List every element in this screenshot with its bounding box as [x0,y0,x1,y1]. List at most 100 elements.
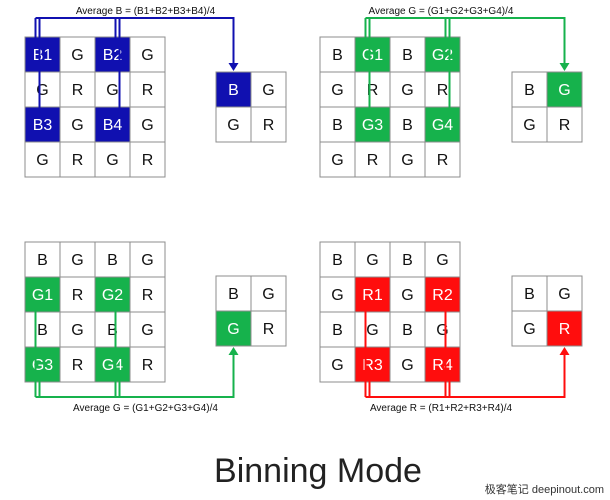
pixel-cell: R [129,276,166,313]
formula-label: Average R = (R1+R2+R3+R4)/4 [370,403,513,414]
pixel-label: G [71,117,83,134]
pixel-label: G [401,152,413,169]
pixel-label: G [401,82,413,99]
pixel-label: B2 [103,47,123,64]
arrowhead [559,63,570,71]
pixel-label: B [107,322,118,339]
pixel-cell: B [319,241,356,278]
pixel-cell: G [511,106,548,143]
pixel-label: R [367,82,379,99]
pixel-label: R [437,82,449,99]
pixel-cell: G [389,346,426,383]
pixel-label: G4 [432,117,453,134]
pixel-label: G3 [362,117,383,134]
pixel-label: G [36,152,48,169]
pixel-cell: R [129,346,166,383]
pixel-cell: G1 [354,36,391,73]
pixel-label: R [142,82,154,99]
pixel-cell: B4 [94,106,131,143]
pixel-cell: R3 [354,346,391,383]
pixel-label: R [263,117,275,134]
pixel-label: B [402,322,413,339]
formula-label: Average G = (G1+G2+G3+G4)/4 [369,6,514,17]
pixel-cell: B [511,275,548,312]
pixel-label: G [523,117,535,134]
pixel-cell: R4 [424,346,461,383]
pixel-label: G [71,252,83,269]
pixel-cell: G2 [94,276,131,313]
pixel-cell: R [546,106,583,143]
pixel-label: R4 [432,357,453,374]
pixel-cell: B3 [24,106,61,143]
pixel-cell: B [389,241,426,278]
pixel-cell: R1 [354,276,391,313]
pixel-label: B [524,82,535,99]
arrowhead [559,347,570,355]
pixel-label: G [227,321,239,338]
pixel-cell: G4 [424,106,461,143]
pixel-label: R [72,82,84,99]
pixel-cell: B [389,36,426,73]
pixel-cell: G [511,310,548,347]
diagram-title: Binning Mode [214,452,422,490]
pixel-cell: R [129,141,166,178]
pixel-cell: G [389,141,426,178]
pixel-label: G [366,252,378,269]
pixel-cell: R [354,141,391,178]
pixel-label: R3 [362,357,383,374]
pixel-cell: G [354,241,391,278]
pixel-label: R [367,152,379,169]
pixel-cell: G [129,241,166,278]
pixel-label: B [402,252,413,269]
pixel-label: B [332,117,343,134]
watermark: 极客笔记 deepinout.com [484,484,604,496]
pixel-cell: G [424,311,461,348]
pixel-label: G4 [102,357,123,374]
formula-label: Average B = (B1+B2+B3+B4)/4 [76,6,216,17]
pixel-cell: G [546,275,583,312]
pixel-cell: G [59,311,96,348]
pixel-cell: G [250,275,287,312]
pixel-label: B [402,47,413,64]
pixel-label: G [106,152,118,169]
pixel-cell: B [319,36,356,73]
pixel-cell: R [59,71,96,108]
pixel-label: R [142,152,154,169]
pixel-cell: G [389,276,426,313]
pixel-label: G [558,82,570,99]
pixel-label: B [524,286,535,303]
pixel-cell: B [319,106,356,143]
pixel-label: B [332,252,343,269]
pixel-cell: G [215,106,252,143]
pixel-cell: B [94,241,131,278]
pixel-label: B [228,286,239,303]
pixel-cell: B [319,311,356,348]
pixel-cell: G [319,71,356,108]
pixel-cell: G [215,310,252,347]
pixel-label: G [36,82,48,99]
pixel-cell: G [94,141,131,178]
pixel-label: R [559,321,571,338]
pixel-label: B [332,47,343,64]
pixel-label: B [332,322,343,339]
pixel-cell: G3 [24,346,61,383]
pixel-label: G [331,152,343,169]
pixel-label: G [71,47,83,64]
pixel-cell: G [129,36,166,73]
pixel-cell: B [94,311,131,348]
pixel-cell: G3 [354,106,391,143]
pixel-label: B [37,322,48,339]
pixel-cell: B [24,311,61,348]
pixel-cell: R [354,71,391,108]
pixel-label: B [37,252,48,269]
pixel-cell: R [59,276,96,313]
pixel-cell: G [24,71,61,108]
pixel-cell: R [546,310,583,347]
